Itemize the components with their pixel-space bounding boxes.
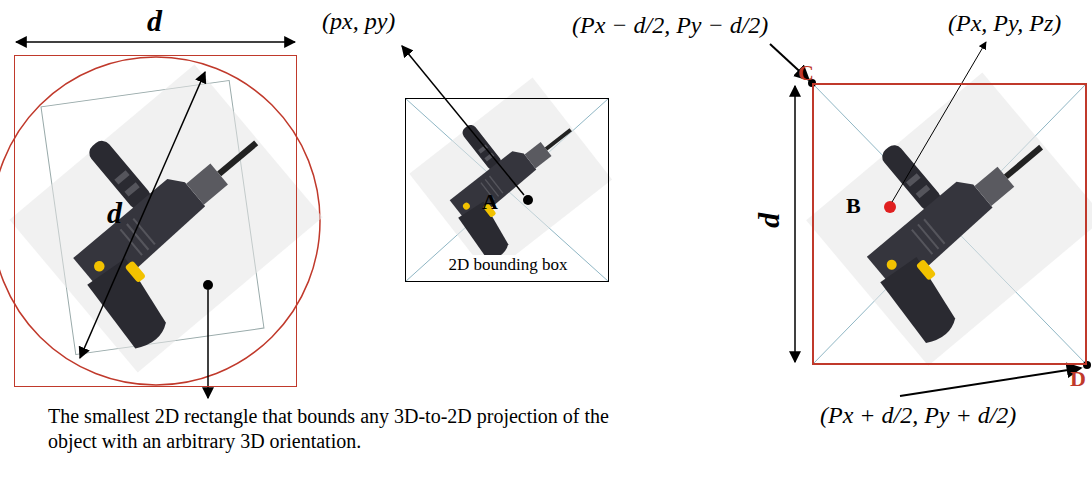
coordinate-label: (Px − d/2, Py − d/2) xyxy=(572,12,768,40)
corner-label: C xyxy=(798,60,814,85)
bounding-box: A 2D bounding box xyxy=(405,98,609,282)
dimension-label: d xyxy=(752,213,787,228)
box-caption: 2D bounding box xyxy=(446,255,571,275)
coordinate-label: (Px, Py, Pz) xyxy=(948,10,1061,38)
dimension-label: d xyxy=(107,196,122,231)
point-label: A xyxy=(482,189,498,214)
corner-label: D xyxy=(1070,366,1086,391)
description-note: The smallest 2D rectangle that bounds an… xyxy=(48,404,638,454)
coordinate-label: (px, py) xyxy=(322,8,395,36)
coordinate-label: (Px + d/2, Py + d/2) xyxy=(820,402,1016,430)
point-label: B xyxy=(846,193,861,218)
dimension-label: d xyxy=(147,4,162,39)
projection-square: dd xyxy=(14,55,297,387)
square-box: dB xyxy=(812,83,1087,365)
